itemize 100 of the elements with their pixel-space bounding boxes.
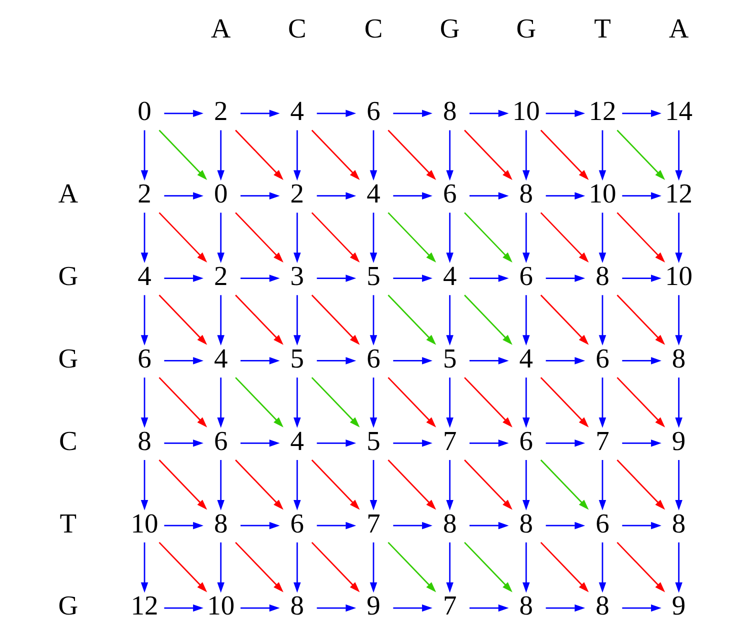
arrow [446, 460, 453, 510]
arrow [164, 604, 203, 612]
node-text: 8 [213, 508, 228, 538]
arrow [240, 110, 280, 118]
arrow [469, 440, 508, 447]
arrow [616, 460, 665, 510]
arrow [622, 440, 661, 447]
node-text: 7 [366, 508, 380, 538]
node-text: 0 [213, 178, 228, 209]
node-text: 9 [671, 426, 686, 456]
arrow [316, 110, 356, 118]
node-text: 2 [213, 96, 228, 126]
node-text: 8 [595, 261, 609, 291]
node-text: 10 [664, 261, 692, 291]
node-text: 6 [366, 96, 380, 126]
arrow [545, 192, 585, 200]
label: C [288, 14, 306, 44]
node-text: 5 [442, 343, 456, 374]
arrow [369, 295, 377, 346]
arrow [240, 604, 280, 612]
node-text: 12 [664, 178, 692, 209]
arrow [545, 274, 585, 282]
arrow [216, 130, 224, 181]
arrow [140, 295, 148, 346]
arrow [240, 522, 280, 530]
arrow [387, 542, 436, 592]
arrow [616, 542, 665, 592]
arrow [540, 377, 588, 428]
label: A [210, 14, 230, 44]
arrow [616, 377, 665, 428]
node-text: 12 [588, 96, 616, 126]
arrow [369, 460, 377, 510]
arrow [164, 192, 203, 200]
arrow [674, 130, 682, 181]
arrow [616, 130, 665, 180]
arrow [369, 542, 377, 593]
node-text: 8 [290, 590, 304, 621]
node-text: 4 [290, 96, 304, 126]
arrow [446, 378, 453, 428]
arrow [369, 130, 377, 181]
arrow [316, 192, 356, 200]
arrow [469, 110, 508, 118]
label: G [58, 261, 78, 291]
node-text: 8 [595, 590, 609, 621]
arrow [216, 295, 224, 346]
arrow [234, 294, 283, 345]
arrow [464, 377, 512, 428]
arrow [622, 357, 661, 364]
node-text: 10 [512, 96, 540, 126]
arrow [446, 542, 453, 593]
arrow [293, 130, 300, 181]
arrow [622, 604, 661, 612]
arrow [464, 542, 512, 592]
arrow [316, 604, 356, 612]
arrow [392, 522, 432, 530]
node-text: 4 [290, 426, 304, 456]
label: C [58, 426, 77, 456]
node-text: 4 [366, 178, 380, 209]
node-text: 10 [206, 590, 234, 621]
arrow [387, 377, 436, 428]
arrow [387, 130, 436, 180]
arrow [293, 295, 300, 346]
arrow [598, 295, 606, 346]
arrow [522, 295, 530, 346]
arrow [369, 212, 377, 264]
node-text: 9 [671, 590, 686, 621]
arrow [446, 130, 453, 181]
node-text: 4 [518, 343, 533, 374]
arrow [446, 212, 453, 264]
label: G [516, 14, 536, 44]
arrow [522, 460, 530, 510]
arrow [158, 212, 207, 262]
arrow [240, 274, 280, 282]
label: A [58, 178, 78, 209]
arrow [540, 212, 588, 262]
arrow [216, 212, 224, 264]
arrow [234, 460, 283, 510]
arrow [598, 542, 606, 593]
arrow [469, 192, 508, 200]
arrow [545, 357, 585, 364]
arrow [545, 110, 585, 118]
node-text: 6 [366, 343, 380, 374]
arrow [522, 542, 530, 593]
node-text: 8 [442, 508, 456, 538]
arrow [469, 522, 508, 530]
node-text: 6 [442, 178, 456, 209]
arrow [598, 212, 606, 264]
arrow [216, 542, 224, 593]
arrow [216, 460, 224, 510]
node-text: 5 [366, 261, 380, 291]
arrow [158, 377, 207, 428]
node-text: 7 [442, 590, 456, 621]
arrow [310, 212, 360, 262]
node-text: 2 [290, 178, 304, 209]
arrow [140, 460, 148, 510]
arrow [240, 357, 280, 364]
node-text: 5 [366, 426, 380, 456]
node-text: 8 [518, 508, 533, 538]
arrow [598, 130, 606, 181]
arrow [293, 378, 300, 428]
